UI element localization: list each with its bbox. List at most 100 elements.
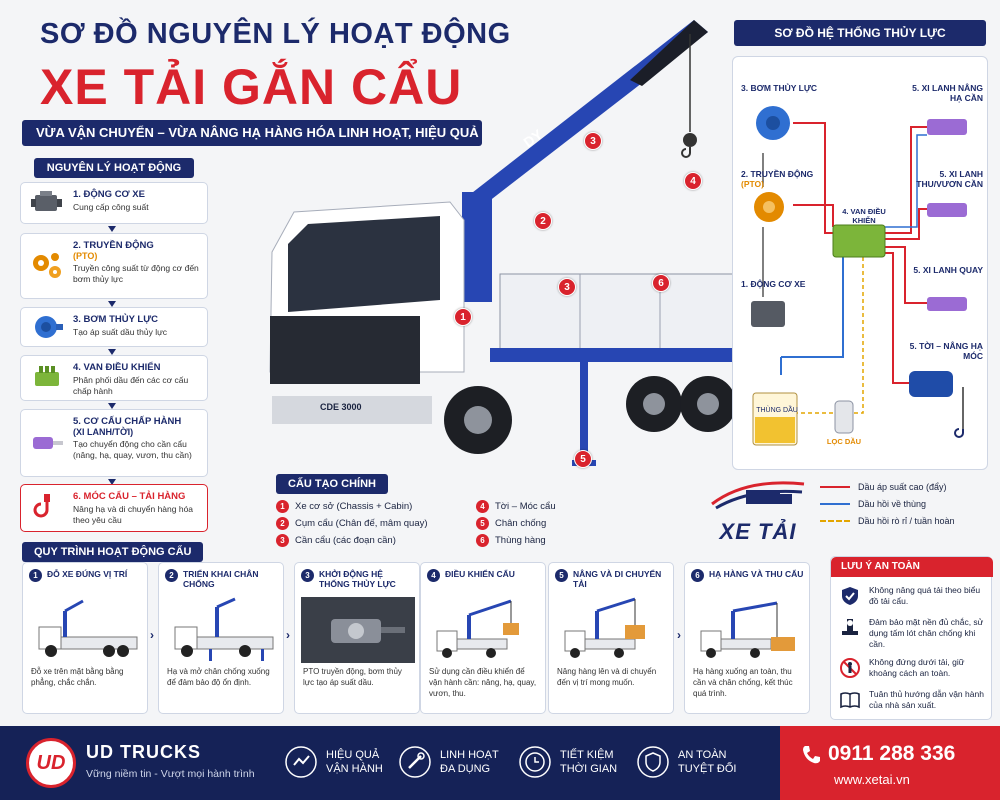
pump-icon [35, 316, 63, 338]
flow-arrow [108, 479, 116, 485]
hydraulic-heading: SƠ ĐỒ HỆ THỐNG THỦY LỰC [734, 20, 986, 46]
truck-logo-icon [711, 481, 805, 510]
flow-arrow [108, 226, 116, 232]
structure-heading: CẤU TẠO CHÍNH [276, 474, 388, 494]
safety-item: Không nâng quá tải theo biểu đồ tải cẩu. [839, 585, 987, 607]
footer-website[interactable]: www.xetai.vn [834, 772, 910, 787]
truck-grille [270, 316, 420, 384]
principle-step-desc: Truyền công suất từ động cơ đến bơm thủy… [73, 263, 199, 285]
hyd-label-cyl-rotate: 5. XI LANH QUAY [913, 265, 983, 275]
cargo-bed [499, 273, 739, 353]
pipe-return [781, 253, 844, 358]
hyd-cyl-lift [927, 119, 967, 135]
principle-step-desc: Tạo chuyển động cho cần cẩu (nâng, hạ, q… [73, 439, 192, 461]
hyd-winch [909, 371, 953, 397]
legend-item: Dầu hồi rò rỉ / tuần hoàn [820, 512, 990, 529]
hydraulic-diagram: 3. BƠM THỦY LỰC 2. TRUYỀN ĐỘNG(PTO) 1. Đ… [732, 56, 988, 470]
process-arrow: › [286, 628, 290, 642]
hyd-label-cyl-lift: 5. XI LANH NÂNG HẠ CẦN [912, 83, 983, 104]
hyd-cyl-rotate [927, 297, 967, 311]
hyd-label-engine: 1. ĐỘNG CƠ XE [741, 279, 806, 289]
page-title-line2: XE TẢI GẮN CẨU [40, 59, 463, 115]
hyd-filter [834, 400, 854, 434]
safety-shield-icon [637, 746, 669, 778]
principle-step-hook: 6. MÓC CẨU – TẢI HÀNG Nâng hạ và di chuyể… [20, 484, 208, 532]
footer-brand: UD TRUCKS [86, 742, 201, 762]
principle-step-title: 5. CƠ CẤU CHẤP HÀNH [73, 416, 182, 427]
callout-boom-base: 3 [558, 278, 576, 296]
phone-icon [803, 746, 820, 764]
cylinder-icon [33, 437, 63, 449]
hyd-label-cyl-extend: 5. XI LANH THU/VƯƠN CẦN [916, 169, 983, 190]
step-lower-retract-image [700, 601, 795, 658]
hyd-engine [751, 301, 785, 327]
hyd-label-valve: 4. VAN ĐIỀU KHIỂN [842, 207, 886, 225]
safety-panel: LƯU Ý AN TOÀN Không nâng quá tải theo bi… [830, 556, 993, 720]
principle-step-sub: (XI LANH/TỜI) [73, 427, 134, 437]
callout-outrigger: 5 [574, 450, 592, 468]
outrigger-pad-icon [842, 619, 858, 635]
crane-hook-block [683, 133, 697, 147]
hyd-label-winch: 5. TỜI – NÂNG HẠ MÓC [909, 341, 983, 362]
step-outriggers-image [174, 597, 274, 661]
hyd-valve [832, 224, 886, 258]
process-arrow: › [150, 628, 154, 642]
flow-arrow [108, 403, 116, 409]
step-control-crane-image [436, 599, 519, 658]
footer-tagline: Vững niềm tin - Vượt mọi hành trình [86, 768, 255, 780]
legend-item: Dầu áp suất cao (đẩy) [820, 478, 990, 495]
principle-heading: NGUYÊN LÝ HOẠT ĐỘNG [34, 158, 194, 178]
principle-step-title: 4. VAN ĐIỀU KHIỂN [73, 362, 161, 373]
step-lift-move-image [564, 597, 645, 658]
page-subtitle: VỪA VẬN CHUYỂN – VỪA NÂNG HẠ HÀNG HÓA LI… [22, 120, 482, 146]
safety-item: Tuân thủ hướng dẫn vận hành của nhà sản … [839, 689, 987, 711]
principle-step-sub: (PTO) [73, 251, 98, 261]
no-stand-icon [840, 658, 860, 678]
callout-boom: 3 [584, 132, 602, 150]
callout-cargo-bed: 6 [652, 274, 670, 292]
truck-bumper [272, 396, 432, 424]
crane-truck-illustration: DY CDE 3000 [269, 20, 739, 466]
hyd-label-tank: THÙNG DẦU [756, 407, 798, 414]
principle-step-title: 1. ĐỘNG CƠ XE [73, 189, 145, 200]
principle-step-transmission: 2. TRUYỀN ĐỘNG(PTO) Truyền công suất từ đ… [20, 233, 208, 299]
ud-logo: UD [26, 738, 76, 788]
footer-phone[interactable]: 0911 288 336 [828, 742, 956, 765]
principle-step-desc: Nâng hạ và di chuyển hàng hóa theo yêu c… [73, 504, 194, 526]
shield-icon [842, 587, 858, 605]
principle-step-title: 6. MÓC CẨU – TẢI HÀNG [73, 491, 186, 502]
principle-step-title: 2. TRUYỀN ĐỘNG [73, 240, 154, 251]
engine-icon [31, 191, 62, 211]
xetai-logo: XE TẢI [706, 474, 810, 544]
process-heading: QUY TRÌNH HOẠT ĐỘNG CẨU [22, 542, 204, 562]
step-truck-parked-image [38, 599, 138, 657]
hyd-cyl-extend [927, 203, 967, 217]
crane-column [462, 192, 492, 302]
callout-hook: 4 [684, 172, 702, 190]
legend-item: Dầu hồi về thùng [820, 495, 990, 512]
process-arrow: › [677, 628, 681, 642]
outrigger [580, 362, 588, 462]
pipe-high-pressure [793, 122, 833, 234]
efficiency-icon [285, 746, 317, 778]
callout-crane-unit: 2 [534, 212, 552, 230]
principle-step-desc: Tạo áp suất dầu thủy lực [73, 327, 168, 337]
